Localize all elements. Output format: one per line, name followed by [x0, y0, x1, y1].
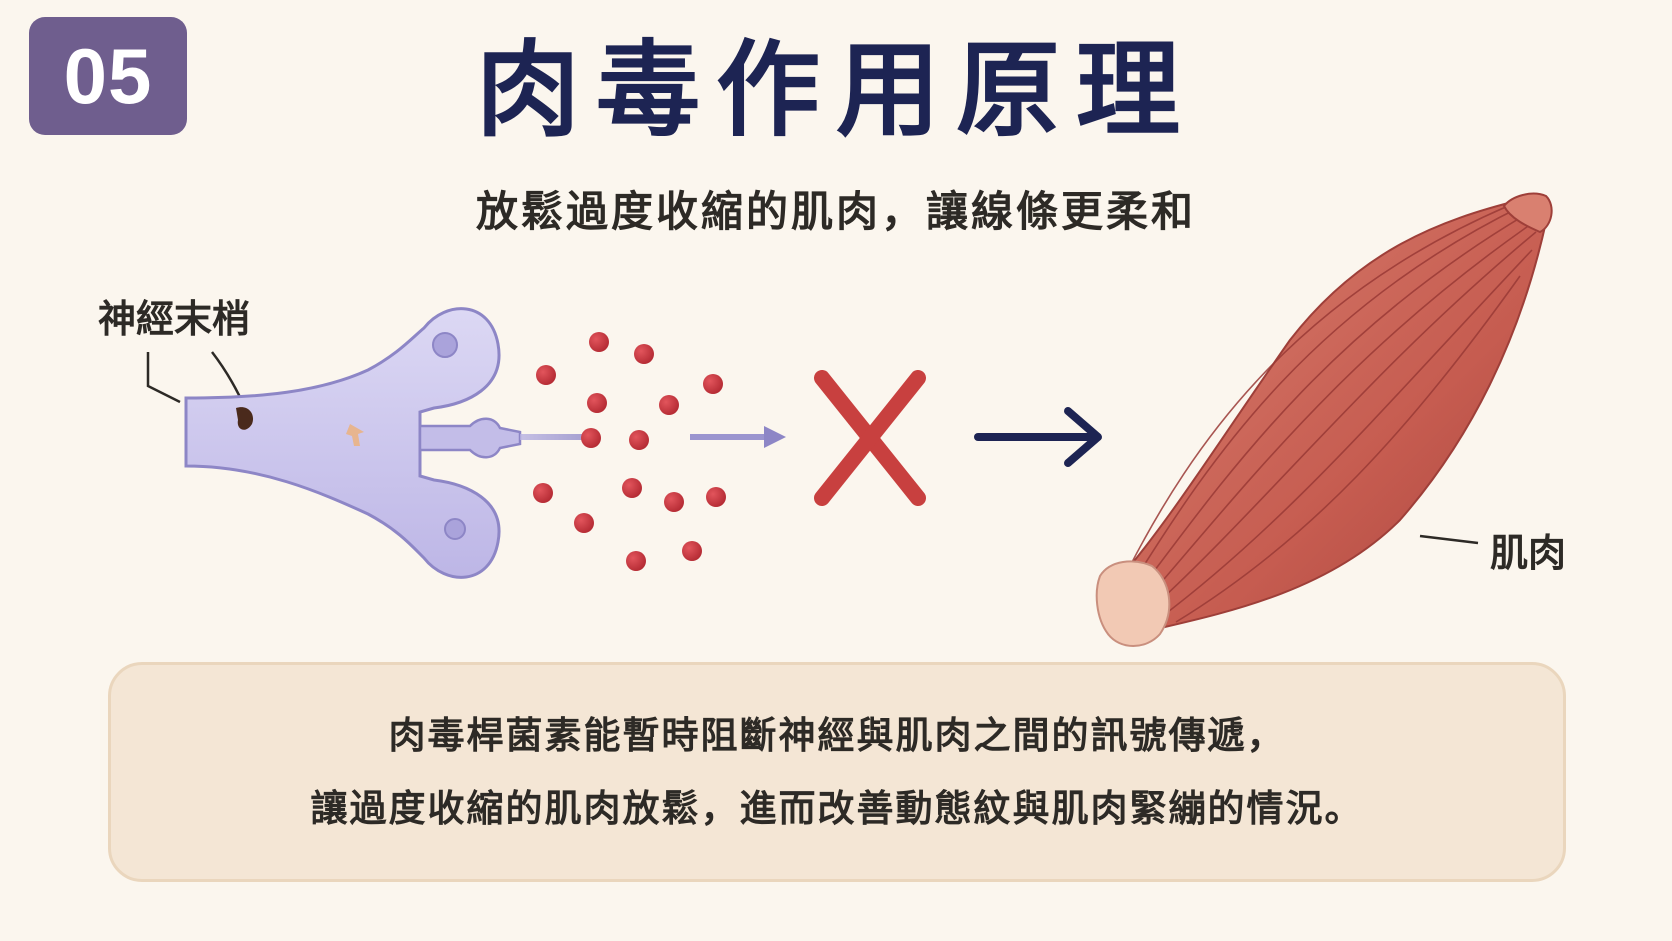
neurotransmitter-particle — [581, 428, 601, 448]
neurotransmitter-particle — [706, 487, 726, 507]
neurotransmitter-particle — [634, 344, 654, 364]
block-x-icon — [814, 370, 926, 506]
neurotransmitter-particle — [536, 365, 556, 385]
neurotransmitter-particle — [589, 332, 609, 352]
info-line-1: 肉毒桿菌素能暫時阻斷神經與肌肉之間的訊號傳遞， — [388, 714, 1286, 757]
info-line-2: 讓過度收縮的肌肉放鬆，進而改善動態紋與肌肉緊繃的情況。 — [310, 787, 1364, 830]
neurotransmitter-particle — [703, 374, 723, 394]
muscle-illustration — [1095, 192, 1553, 647]
neurotransmitter-particle — [533, 483, 553, 503]
neurotransmitter-particle — [659, 395, 679, 415]
nerve-terminal-label: 神經末梢 — [98, 297, 251, 341]
muscle-label-pointer — [1419, 534, 1479, 545]
nerve-terminal-illustration — [184, 307, 522, 579]
page-title: 肉毒作用原理 — [475, 28, 1196, 151]
neurotransmitter-particle — [587, 393, 607, 413]
neurotransmitter-particle — [629, 430, 649, 450]
neurotransmitter-particles — [533, 332, 726, 571]
signal-beam-arrow — [520, 426, 786, 448]
neurotransmitter-particle — [574, 513, 594, 533]
neurotransmitter-particle — [622, 478, 642, 498]
result-arrow-icon — [974, 407, 1102, 467]
muscle-label: 肌肉 — [1490, 531, 1567, 575]
section-number: 05 — [63, 31, 153, 120]
neurotransmitter-particle — [626, 551, 646, 571]
neurotransmitter-particle — [682, 541, 702, 561]
neurotransmitter-particle — [664, 492, 684, 512]
page-subtitle: 放鬆過度收縮的肌肉，讓線條更柔和 — [475, 187, 1196, 236]
info-box: 肉毒桿菌素能暫時阻斷神經與肌肉之間的訊號傳遞， 讓過度收縮的肌肉放鬆，進而改善動… — [108, 662, 1566, 882]
section-number-badge: 05 — [29, 17, 187, 135]
